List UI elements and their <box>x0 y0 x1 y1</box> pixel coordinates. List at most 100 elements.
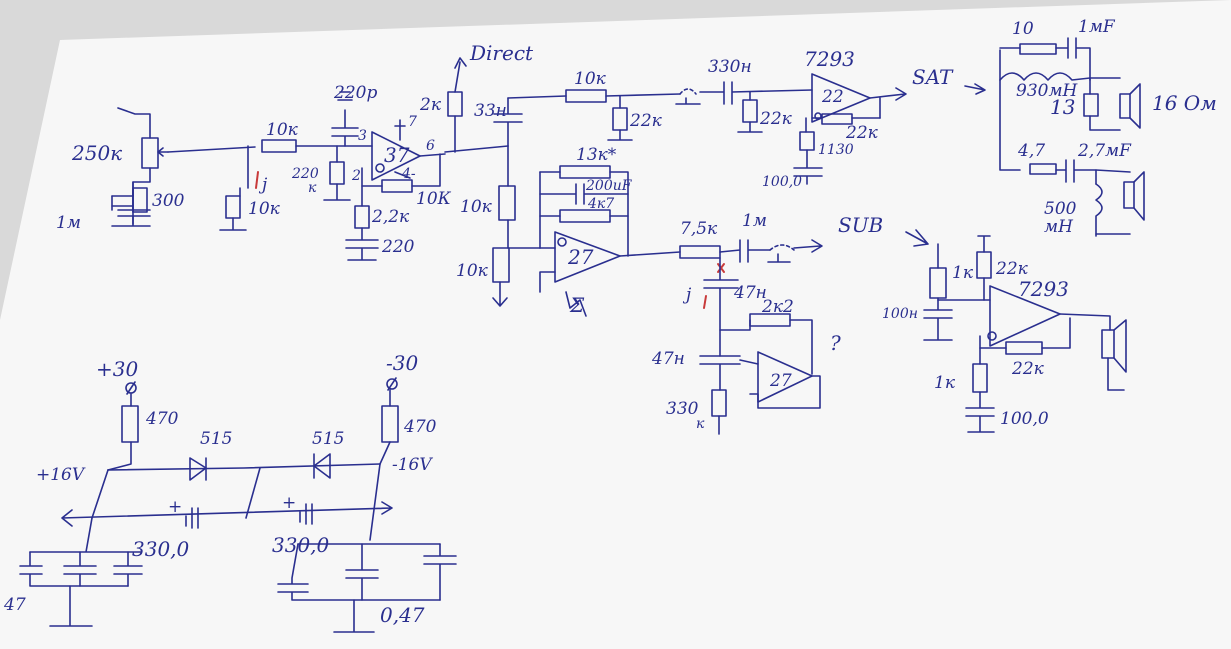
label-c1mf-sat: 1мF <box>1078 17 1116 37</box>
labels: Direct 250к 300 1м 10к j 10к 220р 3 2 6 … <box>3 17 1217 627</box>
label-direct: Direct <box>469 41 534 65</box>
label-plus-left: + <box>168 497 182 517</box>
label-amp22: 22 <box>821 87 844 107</box>
speaker-sub-sat <box>1123 181 1135 209</box>
label-r2k2-sub: 2к2 <box>761 297 794 317</box>
label-sigma: Σ <box>569 293 585 317</box>
label-c47n-1: 47н <box>733 283 767 303</box>
red-mark-1 <box>255 171 259 189</box>
label-k-small2: к <box>696 416 705 432</box>
label-r47-sat: 4,7 <box>1017 141 1045 161</box>
resistor-10k-mid <box>498 185 516 221</box>
label-r22k-sat2: 22к <box>845 123 879 143</box>
label-k-small: к <box>308 180 317 196</box>
label-c330n: 330н <box>708 57 752 77</box>
label-r13k: 13к* <box>576 145 617 165</box>
label-r4k7: 4к7 <box>587 196 614 212</box>
label-r250k: 250к <box>71 141 122 165</box>
opamp-37 <box>371 131 421 181</box>
resistor-10-sat <box>1019 43 1057 55</box>
amp-7293-sat <box>811 73 871 123</box>
label-r10-sat: 10 <box>1012 19 1034 39</box>
label-m16v: -16V <box>392 455 433 475</box>
label-r2k: 2к <box>419 95 442 115</box>
label-r22k-sat1: 22к <box>759 109 793 129</box>
label-r1130: 1130 <box>818 142 854 158</box>
sat-stage <box>737 37 1145 237</box>
label-opamp37: 37 <box>384 143 410 167</box>
label-opamp27: 27 <box>567 245 594 269</box>
resistor-4-7-sat <box>1029 163 1057 175</box>
label-c3300-right: 330,0 <box>272 533 330 557</box>
label-l930: 930мН <box>1016 81 1079 101</box>
resistor-13-sat <box>1083 93 1099 117</box>
label-r2k2: 2,2к <box>371 207 410 227</box>
inductor-500mh <box>1095 183 1103 237</box>
input-stage <box>111 57 467 261</box>
label-amp7293-top: 7293 <box>804 47 855 71</box>
label-r470-left: 470 <box>145 409 179 429</box>
inductor-930mh <box>999 72 1091 81</box>
label-r22k-top: 22к <box>629 111 663 131</box>
zener-515-left <box>189 457 207 481</box>
zener-515-right <box>313 453 331 479</box>
label-pin3: 3 <box>358 128 367 144</box>
amp-7293-sub <box>989 285 1061 347</box>
label-ohm16: 16 Ом <box>1152 91 1217 115</box>
label-r22k-sub2: 22к <box>1011 359 1045 379</box>
label-r10k-mid: 10к <box>460 197 493 217</box>
label-r10k-top: 10к <box>574 69 607 89</box>
label-question: ? <box>830 331 841 355</box>
label-c200uf: 200иF <box>585 178 633 194</box>
label-p30: +30 <box>96 357 138 381</box>
label-p16v: +16V <box>36 465 86 485</box>
label-c1000: 100,0 <box>762 174 802 190</box>
label-c27mf: 2,7мF <box>1077 141 1132 161</box>
label-r10k-fb: 10К <box>416 189 452 209</box>
label-c1000-sub: 100,0 <box>1000 409 1049 429</box>
label-r10k-in: 10к <box>266 120 299 140</box>
label-c220: 220 <box>381 237 415 257</box>
label-pin2: 2 <box>351 168 361 184</box>
label-pin7: 7 <box>408 114 417 130</box>
label-j2: j <box>682 285 692 305</box>
label-z515-left: 515 <box>200 429 232 449</box>
label-r10k-gnd: 10к <box>248 199 281 219</box>
label-c47n-2: 47н <box>651 349 685 369</box>
sub-stage <box>679 229 1127 435</box>
label-c220p: 220р <box>333 83 377 103</box>
label-plus-right: + <box>282 493 296 513</box>
label-r10k-low: 10к <box>456 261 489 281</box>
label-c1m: 1м <box>56 213 81 233</box>
label-r300: 300 <box>152 191 185 211</box>
label-l500: 500 <box>1044 199 1077 219</box>
label-c3300-left: 330,0 <box>132 537 190 561</box>
resistor-22k-sat2 <box>821 113 853 125</box>
label-c1m-sub: 1м <box>742 211 767 231</box>
label-c33n: 33н <box>474 101 507 121</box>
label-c047: 0,47 <box>380 603 425 627</box>
label-r1k-sub: 1к <box>952 263 974 283</box>
label-r22k-sub: 22к <box>995 259 1029 279</box>
label-pin4: 4- <box>401 166 416 182</box>
label-c47: 47 <box>3 595 26 615</box>
label-opamp27-sub: 27 <box>769 371 792 391</box>
label-r220k: 220 <box>291 166 319 182</box>
speaker-sat <box>1119 93 1131 119</box>
label-sat: SAT <box>912 65 954 89</box>
label-amp7293-sub: 7293 <box>1018 277 1069 301</box>
label-z515-right: 515 <box>312 429 344 449</box>
opamp-27 <box>554 231 621 283</box>
label-mh: мН <box>1044 217 1074 237</box>
label-j: j <box>258 175 268 195</box>
label-r13-sat: 13 <box>1050 95 1075 119</box>
label-r75k: 7,5к <box>680 219 718 239</box>
label-pin6: 6 <box>426 138 435 154</box>
resistor-10k-low <box>492 247 510 283</box>
label-r1k-sub2: 1к <box>934 373 956 393</box>
resistor-300 <box>132 187 148 213</box>
mid-stage <box>444 81 813 317</box>
